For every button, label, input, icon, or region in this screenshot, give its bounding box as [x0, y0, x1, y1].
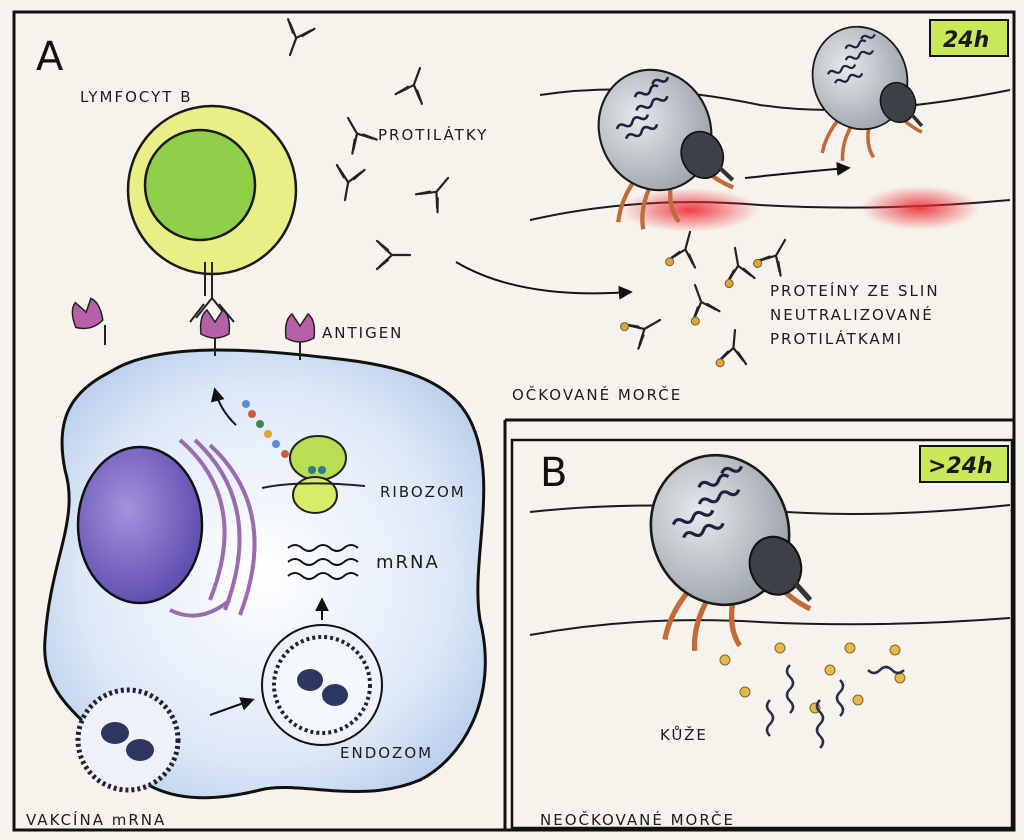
unvaccinated-label: NEOČKOVANÉ MORČE — [540, 810, 735, 829]
antigen-label: ANTIGEN — [322, 324, 403, 342]
lymphocyte-label: LYMFOCYT B — [80, 88, 193, 106]
antibodies-group — [277, 19, 459, 269]
cell-nucleus — [78, 447, 202, 603]
vaccine-label: VAKCÍNA mRNA — [26, 810, 166, 829]
time-badge-b: >24h — [920, 446, 1008, 482]
vaccinated-label: OČKOVANÉ MORČE — [512, 385, 682, 404]
panel-b-letter: B — [540, 450, 567, 496]
vaccine-particle — [78, 690, 178, 790]
pathogen-strands — [767, 665, 904, 748]
bite-inflammation-2 — [860, 186, 980, 230]
neutralized-label-3: PROTILÁTKAMI — [770, 329, 903, 348]
endosome-label: ENDOZOM — [340, 744, 433, 762]
neutralized-label-2: NEUTRALIZOVANÉ — [770, 305, 934, 324]
mrna-label: mRNA — [376, 552, 440, 573]
endosome — [262, 625, 382, 745]
time-badge-a-text: 24h — [943, 28, 989, 53]
neutralized-label-1: PROTEÍNY ZE SLIN — [770, 281, 940, 300]
tick-a2 — [785, 13, 931, 173]
antibodies-label: PROTILÁTKY — [378, 125, 488, 144]
time-badge-b-text: >24h — [928, 454, 993, 479]
skin-label: KŮŽE — [660, 725, 708, 744]
tick-b — [610, 436, 823, 669]
panel-a-letter: A — [36, 34, 64, 80]
saliva-proteins — [720, 643, 905, 713]
ribosome-label: RIBOZOM — [380, 483, 466, 501]
panel-b: B >24h KŮŽE — [530, 436, 1010, 829]
time-badge-a: 24h — [930, 20, 1008, 56]
lymphocyte-b — [128, 106, 296, 274]
